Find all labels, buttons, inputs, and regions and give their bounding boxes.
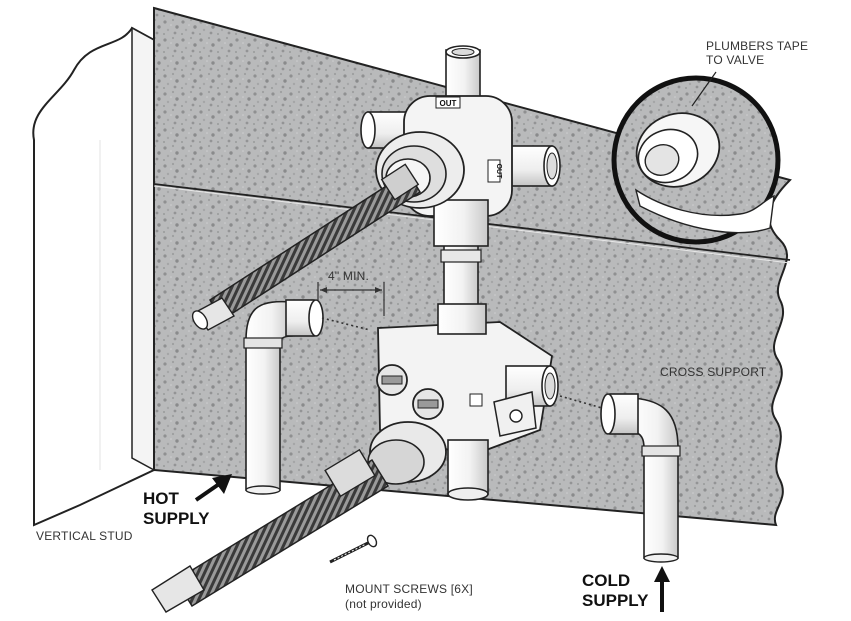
hot-supply-pipe — [243, 299, 371, 495]
upper-threaded-stem — [191, 163, 422, 331]
port-label-out-top: OUT — [440, 99, 457, 108]
upper-valve: OUT OUT — [360, 45, 561, 247]
mount-screws-label: MOUNT SCREWS [6X] (not provided) — [345, 582, 473, 612]
min-distance-dimension — [317, 282, 385, 316]
vertical-stud — [32, 26, 155, 527]
hot-supply-label-line2: SUPPLY — [143, 509, 210, 528]
plumbers-tape-label: PLUMBERS TAPE TO VALVE — [706, 39, 808, 67]
plumbers-tape-label-line1: PLUMBERS TAPE — [706, 39, 809, 53]
cold-supply-arrow — [654, 566, 670, 612]
vertical-stud-label: VERTICAL STUD — [36, 529, 133, 543]
mount-screws-label-line1: MOUNT SCREWS [6X] — [345, 582, 473, 596]
cold-supply-pipe — [559, 393, 681, 563]
port-label-out-right: OUT — [495, 164, 502, 180]
mount-screw — [329, 534, 378, 564]
hot-supply-label-line1: HOT — [143, 489, 179, 508]
min-distance-label: 4" MIN. — [328, 269, 369, 283]
cold-supply-label: COLD SUPPLY — [582, 571, 648, 611]
plumbers-tape-callout — [611, 71, 781, 245]
hot-supply-label: HOT SUPPLY — [143, 489, 209, 529]
hot-supply-arrow — [194, 474, 232, 502]
cold-supply-label-line2: SUPPLY — [582, 591, 649, 610]
lower-threaded-stem — [151, 421, 447, 613]
lower-valve — [376, 303, 559, 501]
cold-supply-label-line1: COLD — [582, 571, 631, 590]
plumbers-tape-label-line2: TO VALVE — [706, 53, 765, 67]
mount-screws-label-line2: (not provided) — [345, 597, 422, 611]
cross-support-label: CROSS SUPPORT — [660, 365, 767, 379]
